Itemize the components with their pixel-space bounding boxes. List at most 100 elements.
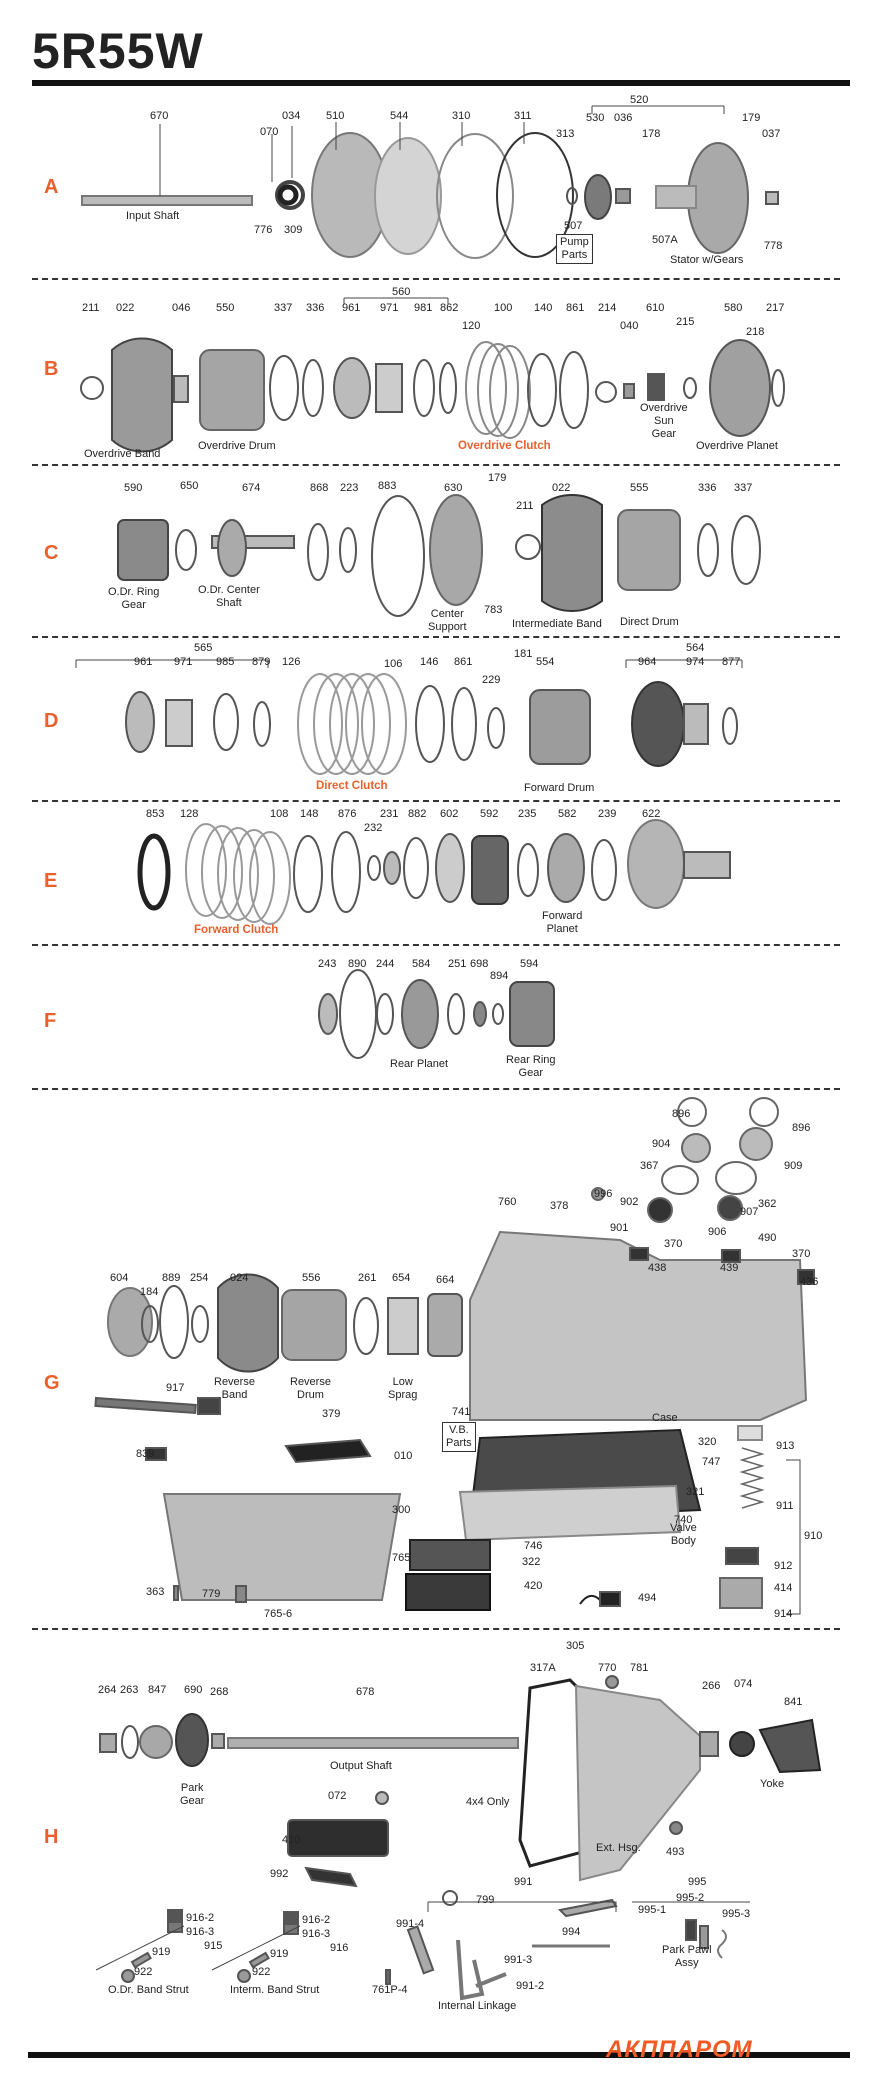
part-number: 367: [640, 1160, 659, 1172]
part-number: 580: [724, 302, 743, 314]
section-letter-f: F: [44, 1010, 57, 1032]
part-number: 108: [270, 808, 289, 820]
part-number: 244: [376, 958, 395, 970]
part-caption: Overdrive Drum: [198, 440, 276, 452]
part-caption: Reverse Band: [214, 1376, 255, 1401]
part-number: 590: [124, 482, 143, 494]
part-number: 862: [440, 302, 459, 314]
part-number: 674: [242, 482, 261, 494]
part-number: 991-4: [396, 1918, 425, 1930]
part-number: 034: [282, 110, 301, 122]
part-number: 861: [454, 656, 473, 668]
part-caption: Rear Ring Gear: [506, 1054, 556, 1079]
part-caption: Overdrive Sun Gear: [640, 402, 688, 440]
part-number: 974: [686, 656, 705, 668]
part-number: 305: [566, 1640, 585, 1652]
part-number: 555: [630, 482, 649, 494]
part-number: 916: [330, 1942, 349, 1954]
part-number: 913: [776, 1440, 795, 1452]
part-number: 914: [774, 1608, 793, 1620]
part-caption: Direct Drum: [620, 616, 679, 628]
part-number: 779: [202, 1588, 221, 1600]
section-divider: [32, 278, 840, 280]
part-number: 985: [216, 656, 235, 668]
part-number: 024: [230, 1272, 249, 1284]
part-number: 378: [550, 1200, 569, 1212]
part-number: 128: [180, 808, 199, 820]
part-number: 336: [306, 302, 325, 314]
page-title: 5R55W: [32, 23, 204, 79]
part-number: 310: [452, 110, 471, 122]
part-caption: O.Dr. Center Shaft: [198, 584, 260, 609]
part-number: 022: [552, 482, 571, 494]
part-caption: Rear Planet: [390, 1058, 449, 1070]
part-number: 214: [598, 302, 617, 314]
part-number: 995-3: [722, 1908, 751, 1920]
part-number: 916-2: [186, 1912, 215, 1924]
part-number: 520: [630, 94, 649, 106]
part-number: 922: [252, 1966, 271, 1978]
part-number: 544: [390, 110, 409, 122]
part-number: 120: [462, 320, 481, 332]
part-number: 184: [140, 1286, 159, 1298]
part-number: 266: [702, 1680, 721, 1692]
part-number: 126: [282, 656, 301, 668]
part-number: 799: [476, 1894, 495, 1906]
part-caption: Ext. Hsg.: [596, 1842, 641, 1854]
section-letter-b: B: [44, 358, 59, 380]
part-number: 493: [666, 1846, 685, 1858]
part-number: 879: [252, 656, 271, 668]
part-number: 040: [620, 320, 639, 332]
part-caption: Internal Linkage: [438, 2000, 517, 2012]
part-number: 909: [784, 1160, 803, 1172]
part-number: 910: [804, 1530, 823, 1542]
part-number: 917: [166, 1382, 185, 1394]
section-letter-a: A: [44, 176, 59, 198]
part-number: 740: [674, 1514, 693, 1526]
part-caption: Park Pawl Assy: [662, 1944, 712, 1969]
overdrive-clutch-label: Overdrive Clutch: [458, 440, 551, 452]
part-number: 320: [698, 1436, 717, 1448]
part-number: 868: [310, 482, 329, 494]
vb-parts-box: V.B. Parts: [442, 1422, 476, 1452]
part-number: 698: [470, 958, 489, 970]
pump-parts-box: Pump Parts: [556, 234, 593, 264]
part-number: 896: [672, 1108, 691, 1120]
part-number: 140: [534, 302, 553, 314]
part-number: 231: [380, 808, 399, 820]
part-number: 410: [282, 1834, 301, 1846]
part-number: 223: [340, 482, 359, 494]
part-number: 510: [326, 110, 345, 122]
section-letter-h: H: [44, 1826, 59, 1848]
part-number: 994: [562, 1926, 581, 1938]
part-number: 861: [566, 302, 585, 314]
part-number: 261: [358, 1272, 377, 1284]
part-number: 622: [642, 808, 661, 820]
part-number: 741: [452, 1406, 471, 1418]
section-divider: [32, 1088, 840, 1090]
part-number: 313: [556, 128, 575, 140]
part-number: 010: [394, 1450, 413, 1462]
part-number: 370: [792, 1248, 811, 1260]
part-number: 630: [444, 482, 463, 494]
part-number: 251: [448, 958, 467, 970]
part-number: 584: [412, 958, 431, 970]
part-number: 604: [110, 1272, 129, 1284]
part-number: 235: [518, 808, 537, 820]
part-number: 654: [392, 1272, 411, 1284]
part-caption: O.Dr. Band Strut: [108, 1984, 189, 1996]
part-number: 309: [284, 224, 303, 236]
part-number: 995-1: [638, 1904, 667, 1916]
part-number: 554: [536, 656, 555, 668]
part-number: 602: [440, 808, 459, 820]
part-caption: Valve Body: [670, 1522, 697, 1547]
part-number: 776: [254, 224, 273, 236]
section-letter-g: G: [44, 1372, 60, 1394]
part-number: 232: [364, 822, 383, 834]
part-number: 564: [686, 642, 705, 654]
part-number: 179: [488, 472, 507, 484]
section-letter-d: D: [44, 710, 59, 732]
part-number: 337: [274, 302, 293, 314]
brand-logo: АКППАРОМ: [606, 2036, 753, 2063]
